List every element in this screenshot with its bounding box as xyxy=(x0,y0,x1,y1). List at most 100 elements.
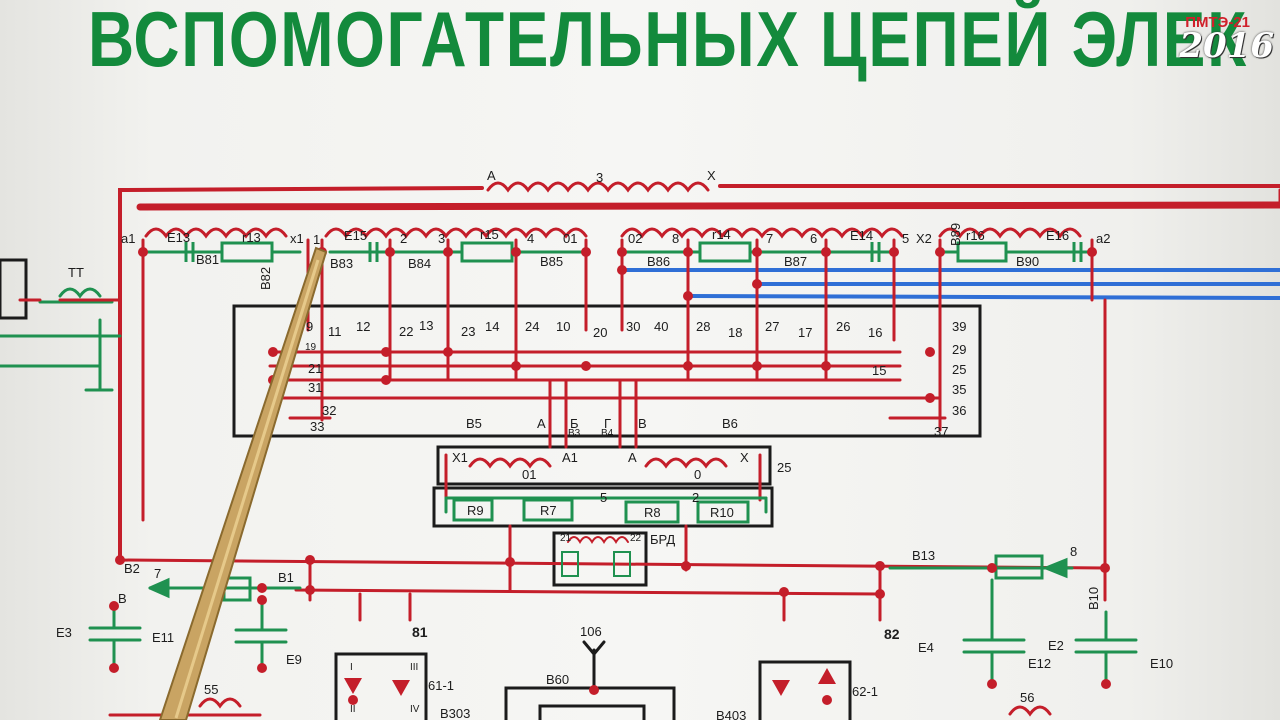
label-b85: B85 xyxy=(540,254,563,269)
label-b87: B87 xyxy=(784,254,807,269)
label-b60: B60 xyxy=(546,672,569,687)
label-62-1: 62-1 xyxy=(852,684,878,699)
label-02: 02 xyxy=(628,231,642,246)
transformer-left-label: A xyxy=(487,168,496,183)
junction-dot-46 xyxy=(822,695,832,705)
label-lower-7: 7 xyxy=(154,566,161,581)
tt-label: TT xyxy=(68,265,84,280)
label-e11: E11 xyxy=(152,630,174,645)
label-a2: a2 xyxy=(1096,231,1110,246)
label-b86: B86 xyxy=(647,254,670,269)
matrix-a: А xyxy=(537,416,546,431)
label-8: 8 xyxy=(672,231,679,246)
junction-dot-28 xyxy=(115,555,125,565)
label-lower-b: B xyxy=(118,591,127,606)
junction-dot-39 xyxy=(109,663,119,673)
junction-dot-34 xyxy=(257,583,267,593)
junction-dot-15 xyxy=(683,291,693,301)
junction-dot-4 xyxy=(511,247,521,257)
transformer-number-label: 3 xyxy=(596,170,603,185)
dc-a: A xyxy=(628,450,637,465)
label-r15: r15 xyxy=(480,227,499,242)
dc-0: 0 xyxy=(694,467,701,482)
dc-a1: A1 xyxy=(562,450,578,465)
brd-right-element xyxy=(613,551,631,577)
junction-dot-2 xyxy=(385,247,395,257)
label-e12: E12 xyxy=(1028,656,1051,671)
junction-dot-24 xyxy=(752,361,762,371)
junction-dot-22 xyxy=(581,361,591,371)
pointer-stick xyxy=(158,246,328,720)
junction-dot-6 xyxy=(617,247,627,257)
matrix-30: 30 xyxy=(626,319,640,334)
label-x1: x1 xyxy=(290,231,304,246)
label-7: 7 xyxy=(766,231,773,246)
junction-dot-5 xyxy=(581,247,591,257)
brd-pin-22: 22 xyxy=(630,533,642,544)
resistor-node-2: 2 xyxy=(692,490,699,505)
junction-dot-10 xyxy=(889,247,899,257)
junction-dot-38 xyxy=(987,563,997,573)
junction-dot-37 xyxy=(875,589,885,599)
label-b90: B90 xyxy=(1016,254,1039,269)
label-r13: r13 xyxy=(242,230,261,245)
matrix-20: 20 xyxy=(593,325,607,340)
matrix-37: 37 xyxy=(934,424,948,439)
junction-dot-36 xyxy=(779,587,789,597)
label-a1: a1 xyxy=(121,231,135,246)
label-b403: B403 xyxy=(716,708,746,720)
junction-dot-11 xyxy=(935,247,945,257)
junction-dot-12 xyxy=(1087,247,1097,257)
junction-dot-42 xyxy=(1101,679,1111,689)
resistor-r15 xyxy=(460,241,514,263)
label-e15: E15 xyxy=(344,228,367,243)
label-b89: B89 xyxy=(948,223,963,246)
junction-dot-14 xyxy=(752,279,762,289)
junction-dot-44 xyxy=(257,595,267,605)
matrix-32: 32 xyxy=(322,403,336,418)
junction-dot-16 xyxy=(268,347,278,357)
junction-dot-29 xyxy=(305,555,315,565)
junction-dot-35 xyxy=(305,585,315,595)
matrix-17: 17 xyxy=(798,325,812,340)
resistor-r7-label: R7 xyxy=(540,503,557,518)
label-4: 4 xyxy=(527,231,534,246)
brd-left-element xyxy=(561,551,579,577)
label-61-1: 61-1 xyxy=(428,678,454,693)
dc-b5: B5 xyxy=(466,416,482,431)
junction-dot-17 xyxy=(381,347,391,357)
dc-x1: X1 xyxy=(452,450,468,465)
label-1: 1 xyxy=(313,232,320,247)
matrix-36: 36 xyxy=(952,403,966,418)
resistor-r8-label: R8 xyxy=(644,505,661,520)
resistor-r10-label: R10 xyxy=(710,505,734,520)
label-b84: B84 xyxy=(408,256,431,271)
matrix-40: 40 xyxy=(654,319,668,334)
junction-dot-43 xyxy=(109,601,119,611)
junction-dot-45 xyxy=(348,695,358,705)
label-lower-8: 8 xyxy=(1070,544,1077,559)
label-01: 01 xyxy=(563,231,577,246)
label-e9: E9 xyxy=(286,652,302,667)
resistor-r9 xyxy=(452,498,494,522)
matrix-b3: В3 xyxy=(568,428,581,439)
resistor-r8 xyxy=(624,500,680,524)
label-lower-b1: B1 xyxy=(278,570,294,585)
junction-dot-8 xyxy=(752,247,762,257)
matrix-31: 31 xyxy=(308,380,322,395)
junction-dot-19 xyxy=(511,361,521,371)
junction-dot-32 xyxy=(875,561,885,571)
matrix-21: 21 xyxy=(308,361,322,376)
matrix-13: 13 xyxy=(419,318,433,333)
brd-pin-21: 21 xyxy=(560,533,572,544)
label-b83: B83 xyxy=(330,256,353,271)
junction-dot-7 xyxy=(683,247,693,257)
matrix-25: 25 xyxy=(952,362,966,377)
junction-dot-47 xyxy=(589,685,599,695)
dc-b6: B6 xyxy=(722,416,738,431)
matrix-18: 18 xyxy=(728,325,742,340)
matrix-10: 10 xyxy=(556,319,570,334)
label-e14: E14 xyxy=(850,228,873,243)
